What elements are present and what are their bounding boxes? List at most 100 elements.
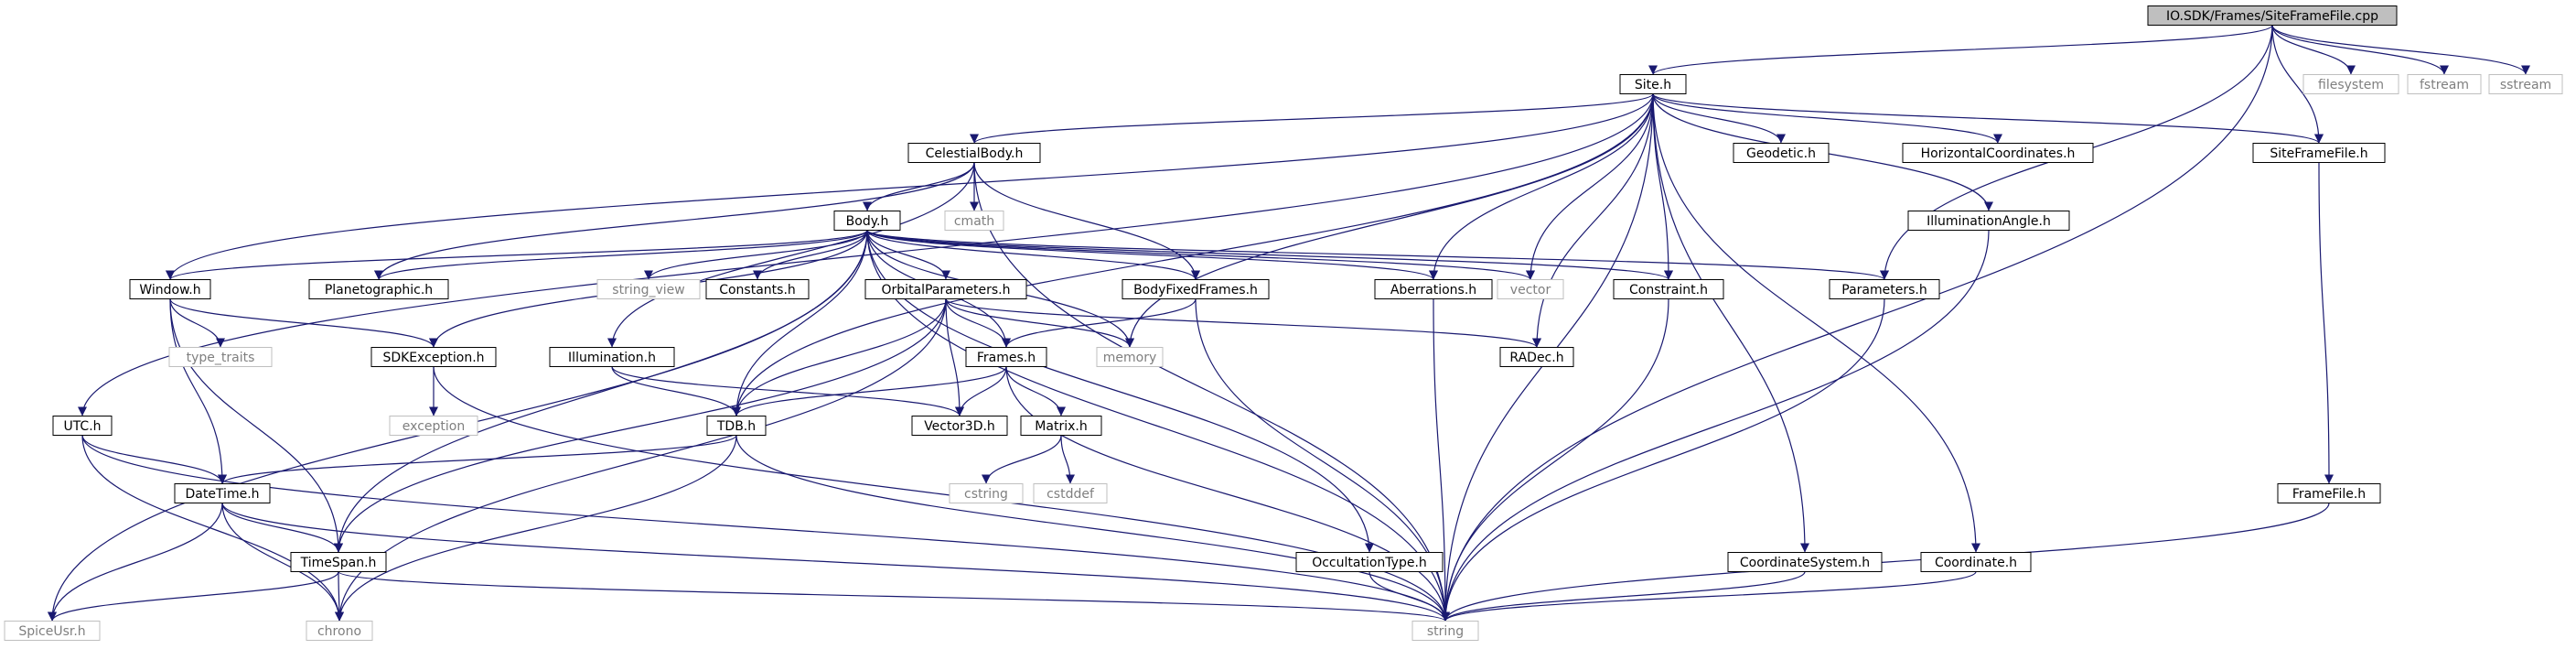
node-label-vector: vector xyxy=(1510,283,1551,297)
node-timespan[interactable]: TimeSpan.h xyxy=(290,552,387,572)
node-box-parameters[interactable] xyxy=(1829,279,1940,299)
node-box-aberr[interactable] xyxy=(1374,279,1493,299)
node-matrix[interactable]: Matrix.h xyxy=(1020,416,1102,436)
node-label-coordsys: CoordinateSystem.h xyxy=(1740,556,1870,570)
node-constraint[interactable]: Constraint.h xyxy=(1613,279,1724,299)
node-aberr[interactable]: Aberrations.h xyxy=(1374,279,1493,299)
node-vector3d[interactable]: Vector3D.h xyxy=(911,416,1008,436)
edge-frames-to-vector3d xyxy=(955,366,1007,416)
node-label-spiceusr: SpiceUsr.h xyxy=(18,624,85,639)
node-label-window: Window.h xyxy=(139,283,200,297)
node-label-matrix: Matrix.h xyxy=(1035,419,1087,434)
node-box-matrix[interactable] xyxy=(1020,416,1102,436)
node-box-utc[interactable] xyxy=(52,416,113,436)
node-box-fstream xyxy=(2407,74,2482,94)
edge-celestial-to-bodyfixed xyxy=(973,162,1200,280)
node-box-siteframe[interactable] xyxy=(2252,143,2386,163)
node-box-cstring xyxy=(949,483,1024,503)
node-illumangle[interactable]: IlluminationAngle.h xyxy=(1907,211,2070,231)
node-box-illumangle[interactable] xyxy=(1907,211,2070,231)
node-geodetic[interactable]: Geodetic.h xyxy=(1733,143,1830,163)
node-box-occult[interactable] xyxy=(1295,552,1444,572)
node-site[interactable]: Site.h xyxy=(1619,74,1687,94)
edge-frames-to-string xyxy=(1005,366,1450,622)
node-label-bodyfixed: BodyFixedFrames.h xyxy=(1133,283,1258,297)
node-box-constraint[interactable] xyxy=(1613,279,1724,299)
node-label-tdb: TDB.h xyxy=(716,419,756,434)
edge-datetime-to-string xyxy=(221,503,1450,622)
node-label-occult: OccultationType.h xyxy=(1312,556,1427,570)
node-horizontal[interactable]: HorizontalCoordinates.h xyxy=(1902,143,2094,163)
node-box-geodetic[interactable] xyxy=(1733,143,1830,163)
edge-bodyfixed-to-string xyxy=(1195,298,1450,622)
edge-site-to-constraint xyxy=(1652,93,1673,280)
edge-root-to-site xyxy=(1648,24,2273,76)
node-planeto[interactable]: Planetographic.h xyxy=(308,279,449,299)
node-bodyfixed[interactable]: BodyFixedFrames.h xyxy=(1122,279,1270,299)
node-tdb[interactable]: TDB.h xyxy=(706,416,767,436)
edge-utc-to-chrono xyxy=(81,435,344,622)
node-box-root[interactable] xyxy=(2147,5,2398,26)
edge-site-to-horizontal xyxy=(1652,93,2002,144)
node-box-bodyfixed[interactable] xyxy=(1122,279,1270,299)
node-box-frames[interactable] xyxy=(965,347,1047,367)
node-siteframe[interactable]: SiteFrameFile.h xyxy=(2252,143,2386,163)
edge-coordsys-to-string xyxy=(1441,571,1806,622)
node-box-planeto[interactable] xyxy=(308,279,449,299)
edge-body-to-parameters xyxy=(866,229,1889,281)
node-parameters[interactable]: Parameters.h xyxy=(1829,279,1940,299)
node-box-orbital[interactable] xyxy=(864,279,1027,299)
node-stringview: string_view xyxy=(596,279,701,299)
node-sdkexc[interactable]: SDKException.h xyxy=(370,347,497,367)
node-window[interactable]: Window.h xyxy=(129,279,211,299)
edge-site-to-coordinate xyxy=(1652,93,1980,553)
node-box-celestial[interactable] xyxy=(907,143,1041,163)
node-label-celestial: CelestialBody.h xyxy=(926,146,1024,161)
node-box-timespan[interactable] xyxy=(290,552,387,572)
node-box-vector3d[interactable] xyxy=(911,416,1008,436)
edge-root-to-sstream xyxy=(2271,25,2530,75)
node-celestial[interactable]: CelestialBody.h xyxy=(907,143,1041,163)
edge-constraint-to-string xyxy=(1441,298,1669,622)
node-utc[interactable]: UTC.h xyxy=(52,416,113,436)
node-box-coordinate[interactable] xyxy=(1920,552,2032,572)
node-constants[interactable]: Constants.h xyxy=(705,279,810,299)
node-radec[interactable]: RADec.h xyxy=(1499,347,1574,367)
node-orbital[interactable]: OrbitalParameters.h xyxy=(864,279,1027,299)
node-coordsys[interactable]: CoordinateSystem.h xyxy=(1727,552,1883,572)
node-box-body[interactable] xyxy=(833,211,901,231)
node-box-site[interactable] xyxy=(1619,74,1687,94)
node-label-sdkexc: SDKException.h xyxy=(382,351,484,365)
node-box-sdkexc[interactable] xyxy=(370,347,497,367)
node-box-horizontal[interactable] xyxy=(1902,143,2094,163)
node-box-coordsys[interactable] xyxy=(1727,552,1883,572)
edge-body-to-planeto xyxy=(374,229,868,281)
node-box-datetime[interactable] xyxy=(174,483,271,503)
node-frames[interactable]: Frames.h xyxy=(965,347,1047,367)
node-box-illum[interactable] xyxy=(549,347,675,367)
node-root[interactable]: IO.SDK/Frames/SiteFrameFile.cpp xyxy=(2147,5,2398,26)
node-box-cstddef xyxy=(1033,483,1108,503)
node-label-root: IO.SDK/Frames/SiteFrameFile.cpp xyxy=(2166,9,2378,24)
node-occult[interactable]: OccultationType.h xyxy=(1295,552,1444,572)
edge-orbital-to-radec xyxy=(945,297,1541,349)
edge-tdb-to-string xyxy=(735,435,1450,622)
node-box-frame[interactable] xyxy=(2277,483,2381,503)
node-datetime[interactable]: DateTime.h xyxy=(174,483,271,503)
edge-site-to-window xyxy=(166,93,1654,280)
edge-frame-to-string xyxy=(1441,503,2330,622)
node-illum[interactable]: Illumination.h xyxy=(549,347,675,367)
node-box-constants[interactable] xyxy=(705,279,810,299)
node-box-stringview xyxy=(596,279,701,299)
node-box-string xyxy=(1411,621,1479,641)
node-coordinate[interactable]: Coordinate.h xyxy=(1920,552,2032,572)
node-label-illumangle: IlluminationAngle.h xyxy=(1927,214,2051,229)
node-box-radec[interactable] xyxy=(1499,347,1574,367)
node-box-window[interactable] xyxy=(129,279,211,299)
node-body[interactable]: Body.h xyxy=(833,211,901,231)
node-frame[interactable]: FrameFile.h xyxy=(2277,483,2381,503)
node-box-tdb[interactable] xyxy=(706,416,767,436)
node-box-vector xyxy=(1497,279,1564,299)
edge-illum-to-vector3d xyxy=(611,366,964,416)
